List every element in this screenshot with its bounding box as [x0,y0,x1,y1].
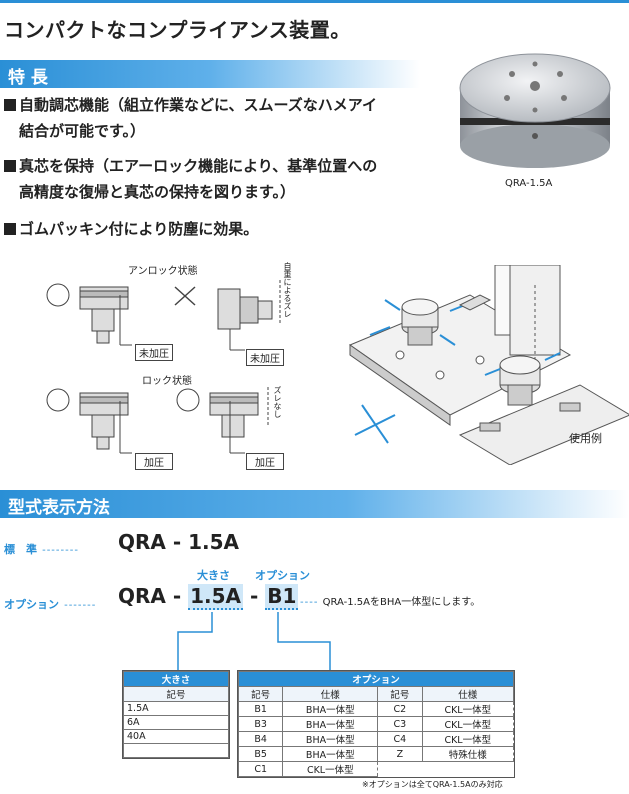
lock-state-label: ロック状態 [142,376,192,387]
size-caption: 大きさ [197,569,230,582]
product-caption: QRA-1.5A [505,178,553,189]
lock-mechanism-diagram [46,280,281,454]
model-section-title: 型式表示方法 [8,498,110,518]
leader-dots: ------- [64,600,97,611]
standard-row: 標 準 -------- [4,538,79,557]
pressure-tag-1: 加圧 [135,453,173,470]
usage-example-label: 使用例 [569,432,602,445]
standard-code: QRA - 1.5A [118,530,240,554]
option-table-title: オプション [238,671,514,687]
standard-label: 標 準 [4,543,37,556]
unlock-state-label: アンロック状態 [128,266,198,277]
connector-lines [177,612,331,670]
no-pressure-tag-1: 未加圧 [135,344,173,361]
unlock-note: 自重によるズレ [283,262,292,318]
product-photo [459,53,611,168]
leader-dots: -------- [42,545,79,556]
square-bullet-icon [4,160,16,172]
features-section-header: 特 長 [0,60,420,88]
option-note: ---- QRA-1.5AをBHA一体型にします。 [300,597,481,608]
features-title: 特 長 [8,68,48,88]
square-bullet-icon [4,223,16,235]
table-row: 6A [123,715,229,730]
lock-note: ズレなし [273,386,282,418]
option-label: オプション [4,598,59,611]
option-code: B1 [265,584,299,610]
size-table: 大きさ 記号 1.5A 6A 40A [122,670,230,759]
size-code: 1.5A [188,584,244,610]
option-caption: オプション [255,569,310,582]
table-row: 40A [123,729,229,744]
pressure-tag-2: 加圧 [246,453,284,470]
feature-item-2: 真芯を保持（エアーロック機能により、基準位置への 高精度な復帰と真芯の保持を図り… [4,153,377,205]
feature-item-3: ゴムパッキン付により防塵に効果。 [4,216,258,242]
model-section-header: 型式表示方法 [0,490,629,518]
option-table-footnote: ※オプションは全てQRA-1.5Aのみ対応 [362,780,503,789]
table-row: 1.5A [123,701,229,716]
feature-item-1: 自動調芯機能（組立作業などに、スムーズなハメアイ 結合が可能です。） [4,92,377,144]
option-code-row: QRA - 1.5A - B1 [118,584,299,610]
square-bullet-icon [4,99,16,111]
option-separator: - [250,584,259,608]
page-headline: コンパクトなコンプライアンス装置。 [4,18,351,42]
top-rule [0,0,629,3]
table-row [123,743,229,758]
option-row: オプション ------- [4,593,96,612]
usage-example-illustration [348,265,629,465]
option-prefix: QRA - [118,584,182,608]
no-pressure-tag-2: 未加圧 [246,349,284,366]
size-table-title: 大きさ [123,671,229,687]
size-table-header: 記号 [123,686,229,702]
